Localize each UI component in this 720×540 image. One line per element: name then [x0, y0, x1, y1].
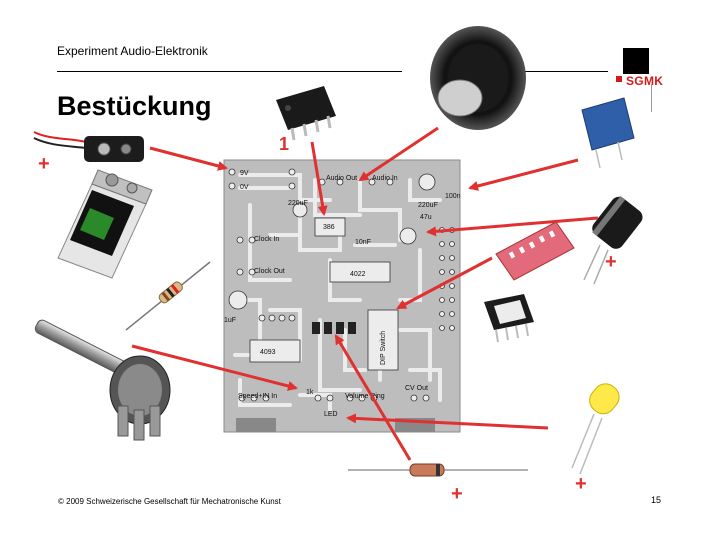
ic-chip: [276, 86, 336, 141]
arrow-led: [346, 413, 549, 430]
polarity-marker-led: +: [575, 473, 587, 495]
polarity-marker-battery: +: [38, 153, 50, 175]
pcb-label-cap-220-b: 220uF: [418, 202, 438, 209]
placement-arrows: [131, 126, 599, 461]
pcb-label-volume: Volume Ring: [345, 393, 385, 400]
slide-title: Bestückung: [57, 91, 212, 121]
arrow-speaker: [358, 126, 439, 182]
logo-stripe: [651, 84, 652, 112]
potentiometer: [34, 319, 171, 441]
battery-9v: [57, 169, 153, 279]
footer-copyright: © 2009 Schweizerische Gesellschaft für M…: [58, 497, 281, 506]
header-divider: [57, 71, 402, 72]
ic-socket: [484, 294, 534, 343]
header-title: Experiment Audio-Elektronik: [57, 44, 208, 58]
pcb-label-audio-in: Audio In: [372, 175, 398, 182]
pcb-label-9v: 9V: [240, 170, 249, 177]
pcb-label-audio-out: Audio Out: [326, 175, 357, 182]
capacitor-electrolytic: [583, 196, 643, 285]
arrow-capacitor-electrolytic: [426, 216, 599, 237]
pcb-label-clock-in: Clock In: [254, 236, 279, 243]
pcb-label-cv-out: CV Out: [405, 385, 428, 392]
arrow-ic-chip: [310, 141, 328, 216]
pcb-label-cap-47: 47u: [420, 214, 432, 221]
pcb-label-res-1k: 1k: [306, 389, 314, 396]
resistor: [125, 261, 211, 331]
logo-text: SGMK: [626, 74, 664, 88]
dip-switch: [495, 221, 575, 281]
arrow-battery-clip: [149, 146, 228, 171]
arrow-potentiometer: [131, 344, 298, 391]
pcb-label-led: LED: [324, 411, 338, 418]
header-divider-right: [520, 71, 608, 72]
arrow-diode: [334, 334, 412, 461]
led-yellow: [571, 383, 620, 475]
pcb-label-dip-switch: DIP Switch: [380, 331, 387, 365]
pcb-label-clock-out: Clock Out: [254, 268, 285, 275]
arrow-dip-switch: [396, 256, 493, 310]
battery-clip: [33, 131, 144, 162]
pcb-label-speed-in: Speed+IN In: [238, 393, 277, 400]
pcb-label-ic386: 386: [323, 224, 335, 231]
pcb-label-ic4022: 4022: [350, 271, 366, 278]
page-number: 15: [651, 495, 662, 505]
pcb-board: 9V 0V Audio Out Audio In 220uF 220uF 100…: [223, 159, 461, 433]
logo-red-square: [616, 76, 622, 82]
polarity-marker-diode: +: [451, 483, 463, 505]
speaker: [430, 26, 526, 130]
pcb-label-cap-1u: 1uF: [224, 317, 236, 324]
polarity-marker-electrolytic: +: [605, 251, 617, 273]
pcb-label-0v: 0V: [240, 184, 249, 191]
logo-block: [623, 48, 649, 74]
capacitor-film: [581, 97, 635, 169]
arrow-capacitor-film: [468, 158, 579, 191]
pcb-label-ic4093: 4093: [260, 349, 276, 356]
pcb-label-cap-100n: 100n: [445, 193, 461, 200]
diode: [348, 463, 528, 477]
pcb-label-cap-10n: 10nF: [355, 239, 371, 246]
pin-one-marker: 1: [279, 134, 290, 154]
pcb-label-cap-220-a: 220uF: [288, 200, 308, 207]
